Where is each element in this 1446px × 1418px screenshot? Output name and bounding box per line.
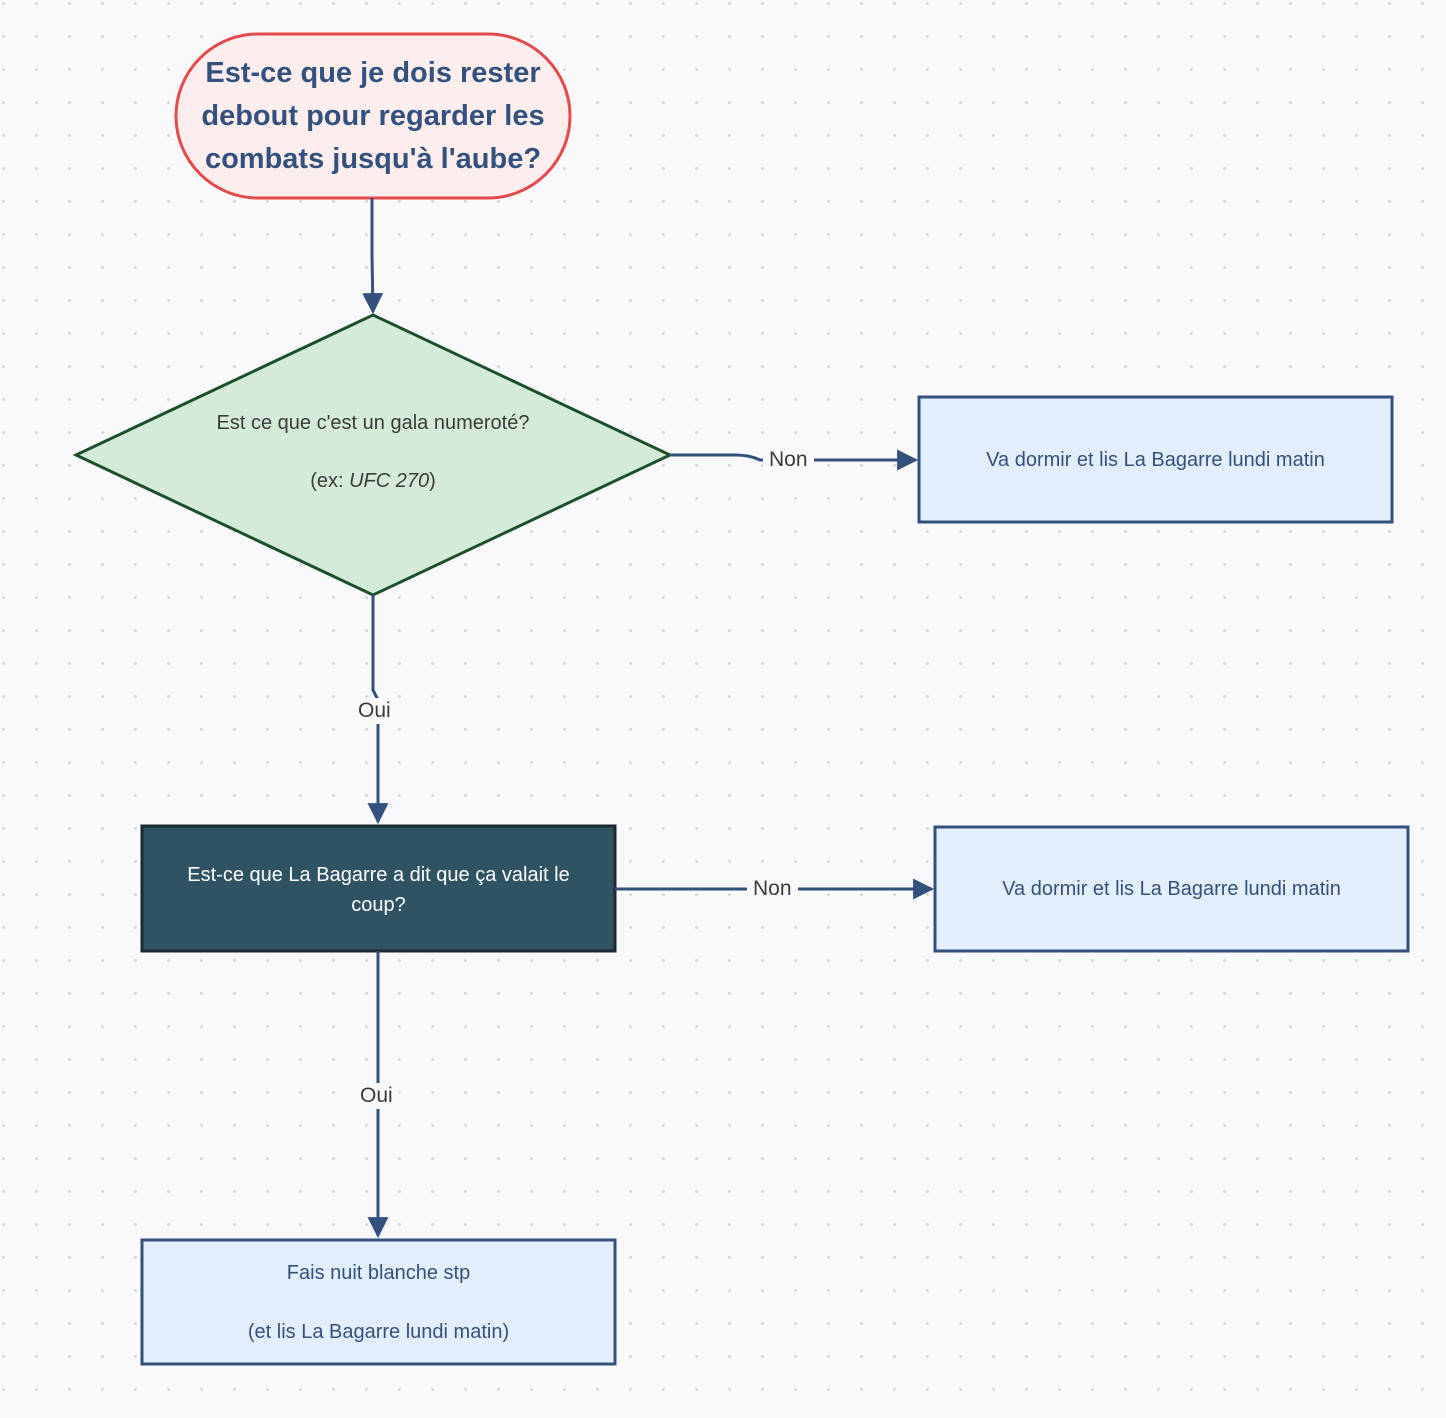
result-box-stay-up[interactable] <box>140 1238 617 1366</box>
decision-gala-example-name: UFC 270 <box>349 470 430 492</box>
result-stay-up-line2: (et lis La Bagarre lundi matin) <box>247 1321 510 1343</box>
edge-start-to-decision <box>362 198 384 315</box>
result-sleep-1-label: Va dormir et lis La Bagarre lundi matin <box>986 449 1325 471</box>
result-stay-up-line1: Fais nuit blanche stp <box>286 1262 471 1284</box>
edge-label-oui-2: Oui <box>354 1083 399 1109</box>
edge-label-non-2: Non <box>747 876 798 902</box>
result-sleep-2-label: Va dormir et lis La Bagarre lundi matin <box>1002 878 1341 900</box>
decision-gala-question: Est ce que c'est un gala numeroté? <box>216 412 530 434</box>
edge-decision-no <box>670 449 919 471</box>
edge-decision-yes <box>367 595 389 825</box>
decision-gala-label: Est ce que c'est un gala numeroté? (ex: … <box>160 408 586 496</box>
result-stay-up-label: Fais nuit blanche stp (et lis La Bagarre… <box>142 1258 615 1347</box>
edge-label-non-1: Non <box>763 447 814 473</box>
result-box-sleep-1[interactable] <box>917 395 1394 524</box>
decision-gala-example: (ex: UFC 270) <box>310 470 436 492</box>
decision-bagarre-label: Est-ce que La Bagarre a dit que ça valai… <box>187 864 570 916</box>
result-box-sleep-2[interactable] <box>933 825 1410 953</box>
start-node-label: Est-ce que je dois rester debout pour re… <box>201 57 545 175</box>
decision-node-bagarre[interactable] <box>140 824 617 953</box>
edge-label-oui-1: Oui <box>352 698 397 724</box>
